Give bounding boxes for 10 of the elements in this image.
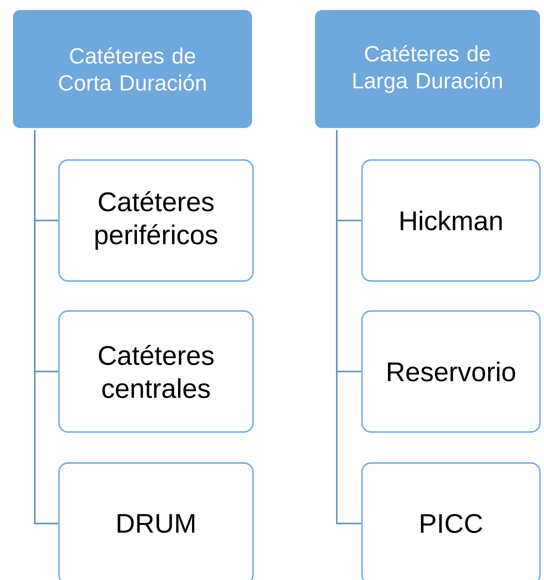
category-box: Catéteres de Larga Duración xyxy=(315,10,540,128)
item-box: Hickman xyxy=(361,159,541,282)
item-box: Reservorio xyxy=(361,310,541,433)
item-box: PICC xyxy=(361,462,541,580)
category-box: Catéteres de Corta Duración xyxy=(13,10,252,128)
item-box: Catéteres periféricos xyxy=(58,159,254,282)
item-box: Catéteres centrales xyxy=(58,310,254,433)
connector-line xyxy=(336,130,362,524)
connector-line xyxy=(34,130,58,524)
item-box: DRUM xyxy=(58,462,254,580)
